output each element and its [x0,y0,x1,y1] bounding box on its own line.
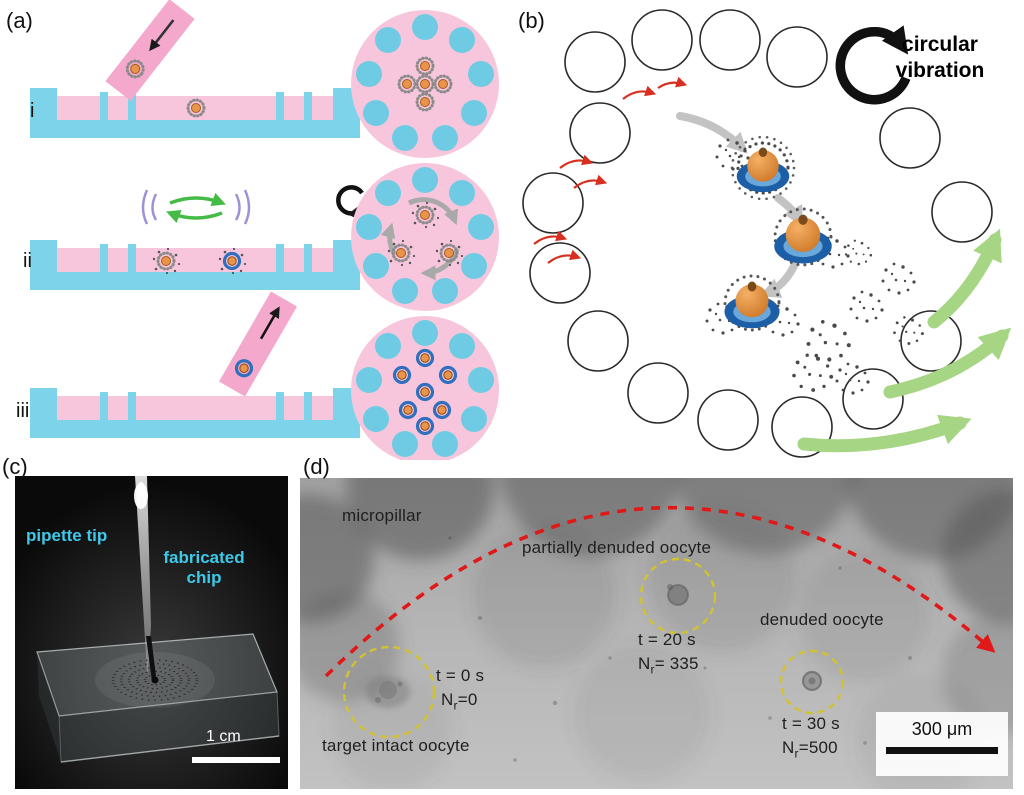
scale-box-d: 300 μm [876,712,1008,776]
pipette-tip-label: pipette tip [26,526,108,545]
inset-top-view-ii [351,163,499,311]
scale-bar-d [886,747,998,754]
t20-rotation-count: Nr= 335 [638,654,699,676]
fabricated-chip-label: fabricated chip [163,548,245,587]
t0-time-label: t = 0 s [436,666,485,685]
panel-a-step-iii [30,291,499,460]
n-subscript: r [794,746,799,761]
target-intact-label: target intact oocyte [322,736,470,755]
circular-vibration-label: circular vibration [895,33,985,83]
circular-vibration-icon [835,25,911,105]
panel-a-schematic [30,0,499,460]
debris-specks [448,536,912,762]
target-oocyte-circle [342,645,436,739]
n-subscript: r [650,662,655,677]
pipette-inject [105,0,195,101]
oocyte-t20-blob [667,584,689,606]
oocyte-t30-blob [801,670,823,692]
oocyte-highlight-circles [342,557,845,739]
panel-a-step-i [30,0,499,158]
debris-ejection-arrows [797,228,1012,453]
n-value: =500 [798,738,838,757]
vibration-motion-arrows [533,76,688,264]
step-iii-label: iii [16,400,30,422]
oocyte-denuding-3 [705,274,800,337]
micropillar-array-pattern [111,659,199,701]
denuded-circle [779,649,845,715]
scale-label-d: 300 μm [911,719,973,739]
oocyte-t0-blob [366,676,410,708]
scale-bar-c [192,757,280,763]
step-ii-label: ii [23,250,32,272]
t30-rotation-count: Nr=500 [782,738,838,760]
n-value: =0 [457,690,478,709]
t20-time-label: t = 20 s [638,630,696,649]
trajectory-arrow [324,505,996,678]
pipette-extract [219,291,297,397]
inset-top-view-i [351,10,499,158]
n-symbol: N [782,738,795,757]
t0-rotation-count: Nr=0 [441,690,477,712]
denuded-label: denuded oocyte [760,610,884,629]
panel-a-label: (a) [6,8,33,33]
pipette [134,476,151,672]
partially-denuded-circle [639,557,717,635]
micropillar-label: micropillar [342,506,422,525]
inset-top-view-iii [351,316,499,460]
vibration-symbol [141,189,251,225]
panel-c-label: (c) [2,454,28,479]
panel-d-label: (d) [303,454,330,479]
fabricated-chip-block [36,633,280,763]
micropillar-circles [522,9,993,458]
n-value: = 335 [654,654,699,673]
panel-a-step-ii [30,163,499,311]
panel-c-photo [15,476,288,789]
n-symbol: N [638,654,651,673]
micropillars-out-of-focus [300,478,1013,789]
micropillars-cross-section [100,92,312,120]
oocyte-group [705,135,924,395]
oocyte-denuding-2 [773,207,850,269]
n-symbol: N [441,690,454,709]
partially-denuded-label: partially denuded oocyte [522,538,712,557]
step-i-label: i [30,100,35,122]
t30-time-label: t = 30 s [782,714,840,733]
panel-b-label: (b) [518,8,545,33]
scale-label-c: 1 cm [206,728,241,745]
n-subscript: r [453,698,458,713]
panel-b-schematic [522,9,1012,458]
oocyte-denuding-1 [715,135,796,201]
